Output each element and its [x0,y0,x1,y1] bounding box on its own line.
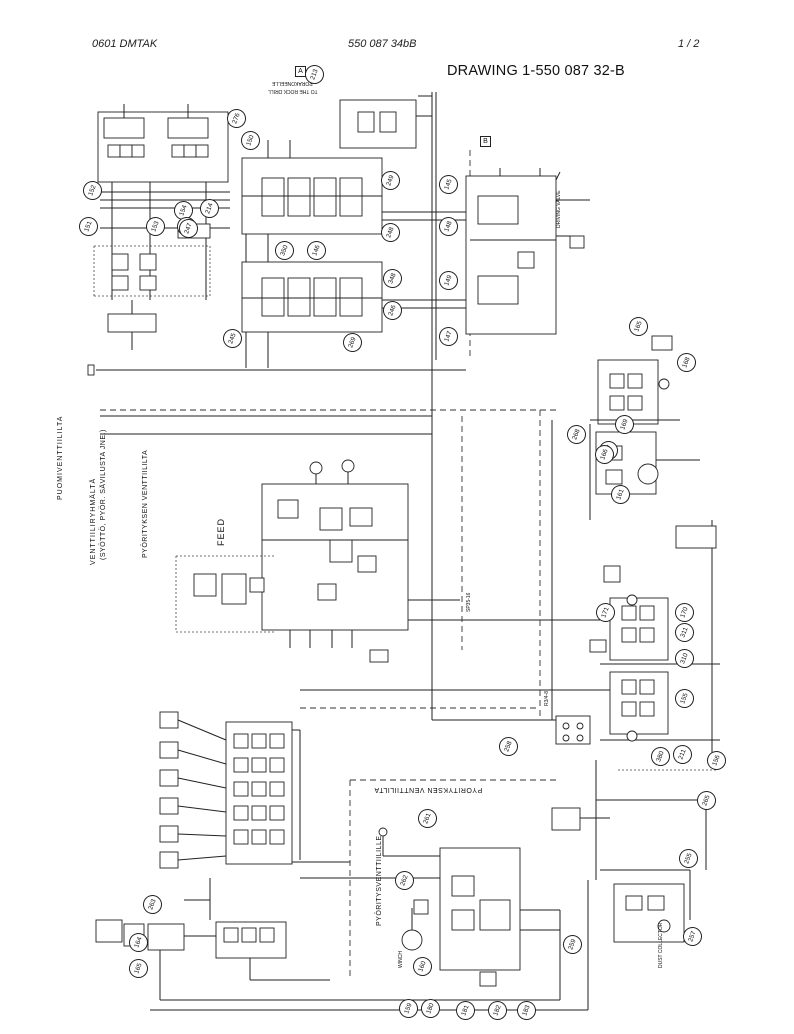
label-rotation-valve-to: PYÖRITYSVENTTIILILLE [376,835,383,926]
feed-function-valve-stack [159,711,301,869]
winch-rotation-block [378,827,560,987]
return-valve-block [589,335,700,520]
header-drawing-number: 550 087 34bB [348,38,417,50]
feed-control-block [175,459,409,663]
driving-valve-block [465,168,590,335]
header-doc-code: 0601 DMTAK [92,38,158,50]
label-feed: FEED [216,517,226,546]
header-page-number: 1 / 2 [678,38,700,50]
label-drill-to: TO THE ROCK DRILL [268,88,318,94]
right-feed-valve-block [589,520,720,760]
label-rot-to: SP35-16 [466,592,472,612]
marker-b: B [480,136,491,147]
label-rotation-valve-top: PYÖRITYKSEN VENTTIILILTA [374,786,483,793]
label-winch: WINCH [398,951,404,968]
valve-155-group [551,715,610,831]
label-dust-collector: DUST COLLECTOR [658,922,664,968]
label-valve-group: VENTTIILIRYHMÄLTÄ [90,477,97,565]
label-rotation-valve-from: PYÖRITYKSEN VENTTIILILTA [142,449,149,558]
label-boom-valve: PUOMIVENTTIILILTA [57,415,64,500]
dust-collector-block [600,869,691,943]
drill-valve-block [339,92,471,440]
drawing-title: DRAWING 1-550 087 32-B [447,63,625,79]
label-driving-valve: DRIVING VALVE [556,190,562,228]
bottom-left-pump-group [95,919,560,1001]
label-feed-stone: (SYÖTTÖ, PYÖR. SÄVILUSTA JNE.) [100,429,107,560]
label-rot-b: R3/4-8 [544,690,550,706]
main-hydraulic-lines [100,409,716,1011]
upper-control-valve-block [241,140,470,371]
